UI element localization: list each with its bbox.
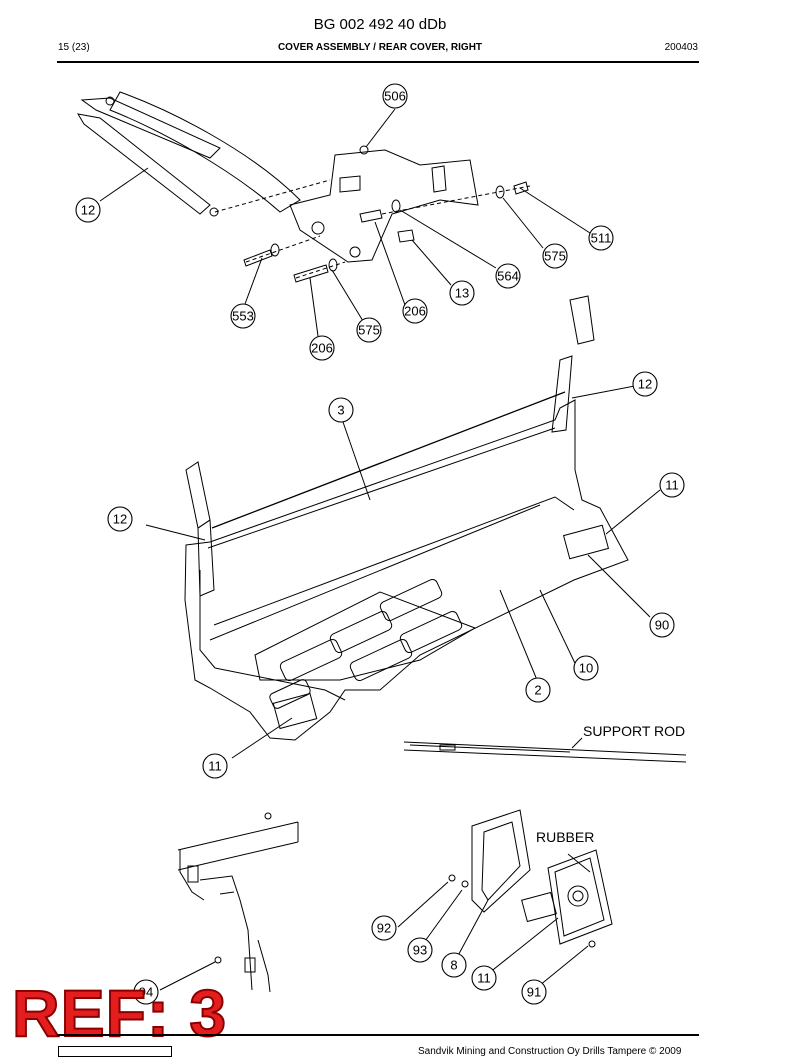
svg-text:11: 11 xyxy=(477,971,491,986)
callout-11-detail: 11 xyxy=(471,965,497,991)
callout-12-top: 12 xyxy=(75,197,101,223)
document-title: BG 002 492 40 dDb xyxy=(313,16,447,33)
svg-text:2: 2 xyxy=(534,683,541,698)
svg-text:553: 553 xyxy=(232,309,254,324)
svg-text:206: 206 xyxy=(404,304,426,319)
document-date: 200403 xyxy=(664,42,698,53)
svg-text:10: 10 xyxy=(579,661,593,676)
callout-91: 91 xyxy=(521,979,547,1005)
svg-text:11: 11 xyxy=(665,478,679,493)
callout-12-left: 12 xyxy=(107,506,133,532)
callout-575-right: 575 xyxy=(542,243,568,269)
svg-text:12: 12 xyxy=(81,203,95,218)
svg-text:206: 206 xyxy=(311,341,333,356)
callout-12-right: 12 xyxy=(632,371,658,397)
svg-text:90: 90 xyxy=(655,618,669,633)
footer-text: Sandvik Mining and Construction Oy Drill… xyxy=(418,1046,682,1057)
callout-2: 2 xyxy=(525,677,551,703)
svg-text:13: 13 xyxy=(455,286,469,301)
callout-575-left: 575 xyxy=(356,317,382,343)
callout-94: 94 xyxy=(133,979,159,1005)
svg-text:3: 3 xyxy=(337,403,344,418)
callout-13: 13 xyxy=(449,280,475,306)
svg-text:12: 12 xyxy=(638,377,652,392)
callout-92: 92 xyxy=(371,915,397,941)
svg-text:12: 12 xyxy=(113,512,127,527)
callout-506: 506 xyxy=(382,83,408,109)
svg-text:94: 94 xyxy=(139,985,153,1000)
callout-10: 10 xyxy=(573,655,599,681)
rubber-label: RUBBER xyxy=(536,829,594,845)
callout-93: 93 xyxy=(407,937,433,963)
callout-511: 511 xyxy=(588,225,614,251)
svg-text:91: 91 xyxy=(527,985,541,1000)
support-rod-label: SUPPORT ROD xyxy=(583,723,685,739)
callout-206-right: 206 xyxy=(402,298,428,324)
svg-text:506: 506 xyxy=(384,89,406,104)
callout-206-left: 206 xyxy=(309,335,335,361)
callout-553: 553 xyxy=(230,303,256,329)
header-rule xyxy=(57,61,699,63)
svg-text:11: 11 xyxy=(208,759,222,774)
svg-text:575: 575 xyxy=(358,323,380,338)
section-title: COVER ASSEMBLY / REAR COVER, RIGHT xyxy=(277,42,483,53)
svg-text:575: 575 xyxy=(544,249,566,264)
page-number: 15 (23) xyxy=(58,42,90,53)
callout-564: 564 xyxy=(495,263,521,289)
ref-stamp: REF: 3 xyxy=(11,976,228,1050)
callout-90: 90 xyxy=(649,612,675,638)
callout-8: 8 xyxy=(441,952,467,978)
svg-text:511: 511 xyxy=(591,231,612,246)
company-logo xyxy=(58,1046,172,1057)
svg-text:92: 92 xyxy=(377,921,391,936)
svg-text:564: 564 xyxy=(497,269,519,284)
callout-11-right: 11 xyxy=(659,472,685,498)
footer-rule xyxy=(57,1034,699,1036)
svg-text:8: 8 xyxy=(450,958,457,973)
callout-3: 3 xyxy=(328,397,354,423)
svg-text:93: 93 xyxy=(413,943,427,958)
callout-11-left: 11 xyxy=(202,753,228,779)
